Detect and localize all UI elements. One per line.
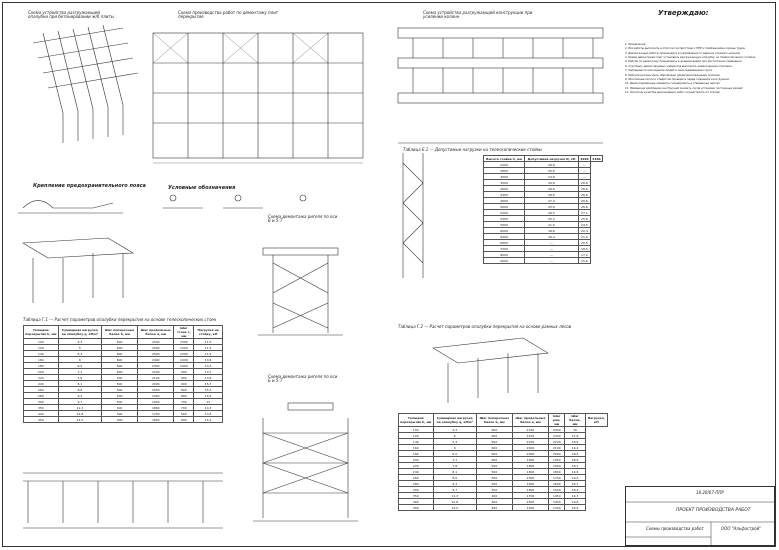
table-header-cell: Шаг продольных балок a, мм <box>511 413 550 427</box>
table-cell: 9000 <box>482 257 526 264</box>
legend-title: Условные обозначения <box>168 185 236 191</box>
table-header-cell: Суммарная нагрузка на опалубку q, кН/м² <box>432 413 477 427</box>
table-header-cell: Толщина перекрытия h, мм <box>23 325 59 339</box>
table-cell: 15,6 <box>577 257 591 264</box>
scheme1-title: Схема устройства разгружающей опалубки п… <box>28 10 114 20</box>
table-row: 9000—15,6 <box>482 257 603 264</box>
table-header-cell: Толщина перекрытия h, мм <box>398 413 434 427</box>
table-cell: 15,1 <box>193 416 223 423</box>
table-header-cell: Шаг поперечных балок b, мм <box>101 325 139 339</box>
stamp-code: 18.20/07-ППР <box>696 490 724 495</box>
note-item: 1. Примечания: <box>625 43 647 46</box>
note-item: 12. Контроль качества выполняемых работ … <box>625 90 721 94</box>
note-item: 4. Перед демонтажем плит установить разг… <box>625 56 757 60</box>
node2-drawing <box>253 402 358 522</box>
table-cell: — <box>524 257 579 264</box>
stamp-project: ПРОЕКТ ПРОИЗВОДСТВА РАБОТ <box>676 508 751 513</box>
table-cell: 14,5 <box>57 416 103 423</box>
table-cell: 600 <box>173 416 195 423</box>
scheme1-drawing <box>32 24 139 143</box>
table-header-cell: Шаг поперечных балок b, мм <box>475 413 513 427</box>
fasten-title: Крепление предохранительного пояса <box>33 183 146 189</box>
table-cell: 14,5 <box>432 504 477 511</box>
note-item: 3. Демонтажные работы производить в напр… <box>625 51 741 55</box>
table-header-cell: 4300 <box>589 155 604 162</box>
note-item: 8. Рабочие должны быть обеспечены предох… <box>625 73 721 77</box>
table-cell: 1500 <box>511 504 550 511</box>
formwork-iso2-drawing <box>432 337 549 403</box>
node2-title: Схема демонтажа ригеля по оси Б и 5-7 <box>268 374 338 384</box>
legend-drawing <box>163 194 307 209</box>
stamp-sheet: Схемы производства работ <box>646 526 704 531</box>
scheme2-title: Схема производства работ по демонтажу пл… <box>178 10 279 20</box>
note-item: 11. Временное крепление конструкций сним… <box>625 86 744 90</box>
stamp-company: ООО "Альфастрой" <box>721 526 762 531</box>
note-item: 9. Монтажные петли и отверстия проверить… <box>625 77 730 81</box>
table-cell: 1300 <box>548 504 566 511</box>
formwork-iso-drawing <box>22 237 134 303</box>
section1-drawing <box>23 472 223 529</box>
table-cell: 400 <box>475 504 513 511</box>
drawings-svg <box>18 24 604 529</box>
table-cell: 400 <box>101 416 139 423</box>
table2-caption: Таблица Е.1 — Допустимые нагрузки на тел… <box>403 147 542 152</box>
table-header-cell: Шаг продольных балок a, мм <box>137 325 175 339</box>
note-item: 6. Строповку демонтируемых элементов вып… <box>625 64 733 68</box>
note-item: 7. Запрещается нахождение людей в зоне п… <box>625 69 713 73</box>
fasten-drawing <box>18 200 123 214</box>
node1-drawing <box>258 247 343 336</box>
note-item: 10. Демонтированные элементы складироват… <box>625 82 721 86</box>
table1-caption: Таблица Г.1 — Расчет параметров опалубки… <box>23 317 217 322</box>
table-cell: 1600 <box>137 416 175 423</box>
scheme2-drawing <box>152 32 364 164</box>
approval-label: Утверждаю: <box>658 9 709 17</box>
note-item: 5. Работы по демонтажу производить в дне… <box>625 60 743 64</box>
table-cell: 450 <box>23 416 59 423</box>
table-cell: 19,5 <box>564 504 586 511</box>
scheme3-drawing <box>397 27 604 278</box>
note-item: 2. Все работы выполнять в строгом соотве… <box>625 47 746 51</box>
table-header-cell: Шаг стоек c, мм <box>173 325 195 339</box>
table3-caption: Таблица Г.2 — Расчет параметров опалубки… <box>398 324 572 329</box>
table-header-cell: Нагрузка на стойку, кН <box>193 325 223 339</box>
notes-list: 1. Примечания:2. Все работы выполнять в … <box>625 43 773 95</box>
table-header-cell: Шаг балок, мм <box>564 413 586 427</box>
table-header-cell: Нагрузка, кН <box>584 413 609 427</box>
node1-title: Схема демонтажа ригеля по оси В и 5-7 <box>268 214 338 224</box>
title-block: 18.20/07-ППР ПРОЕКТ ПРОИЗВОДСТВА РАБОТ С… <box>625 486 776 547</box>
scheme3-title: Схема устройства разгружающей конструкци… <box>423 10 533 20</box>
table-header-cell: Шаг рам, мм <box>548 413 566 427</box>
table-cell: 450 <box>398 504 434 511</box>
table-header-cell: Суммарная нагрузка на опалубку q, кН/м² <box>57 325 103 339</box>
